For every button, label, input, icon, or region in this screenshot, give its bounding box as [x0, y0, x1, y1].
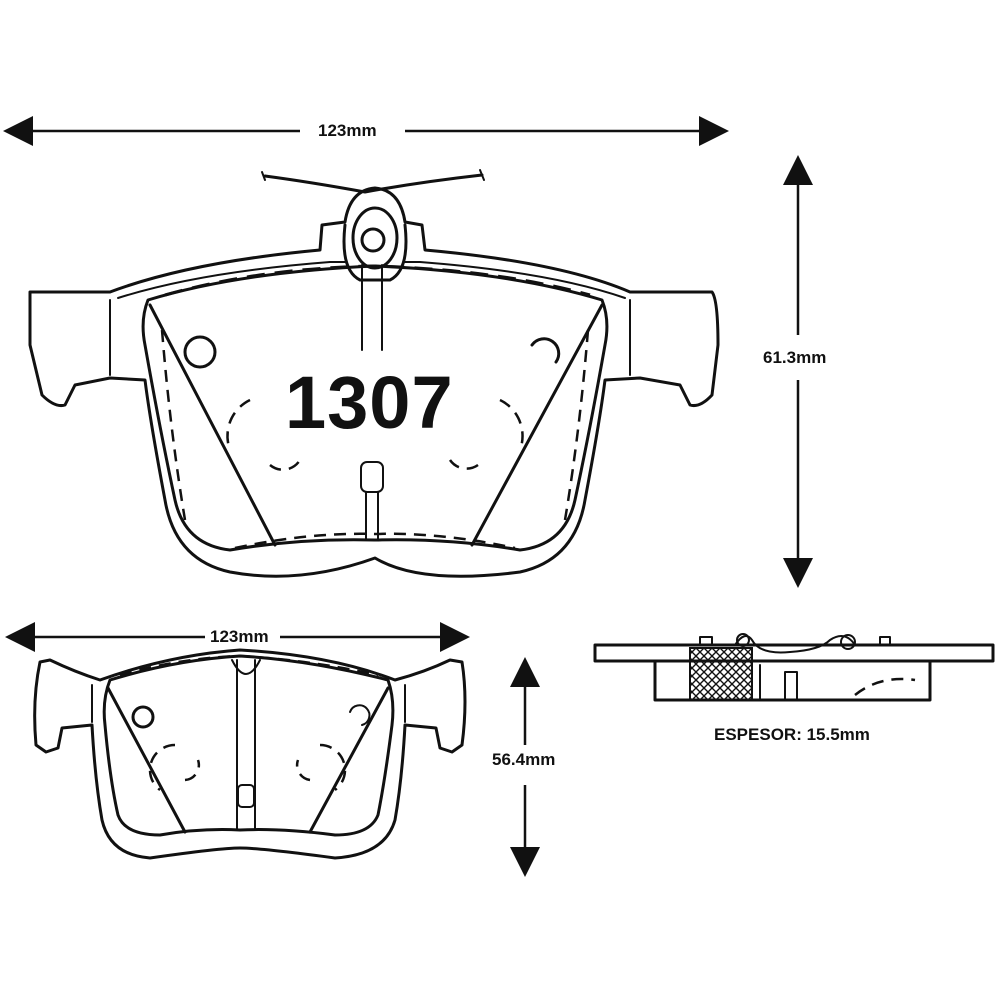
bottom-width-label: 123mm: [210, 627, 269, 646]
thickness-label: ESPESOR: 15.5mm: [714, 725, 870, 744]
top-height-label: 61.3mm: [763, 348, 827, 367]
part-number: 1307: [285, 361, 454, 444]
secondary-brake-pad: [33, 648, 467, 860]
side-view-pad: [593, 633, 995, 702]
top-width-label: 123mm: [318, 121, 377, 140]
bottom-height-label: 56.4mm: [492, 750, 556, 769]
main-brake-pad: [28, 169, 720, 578]
